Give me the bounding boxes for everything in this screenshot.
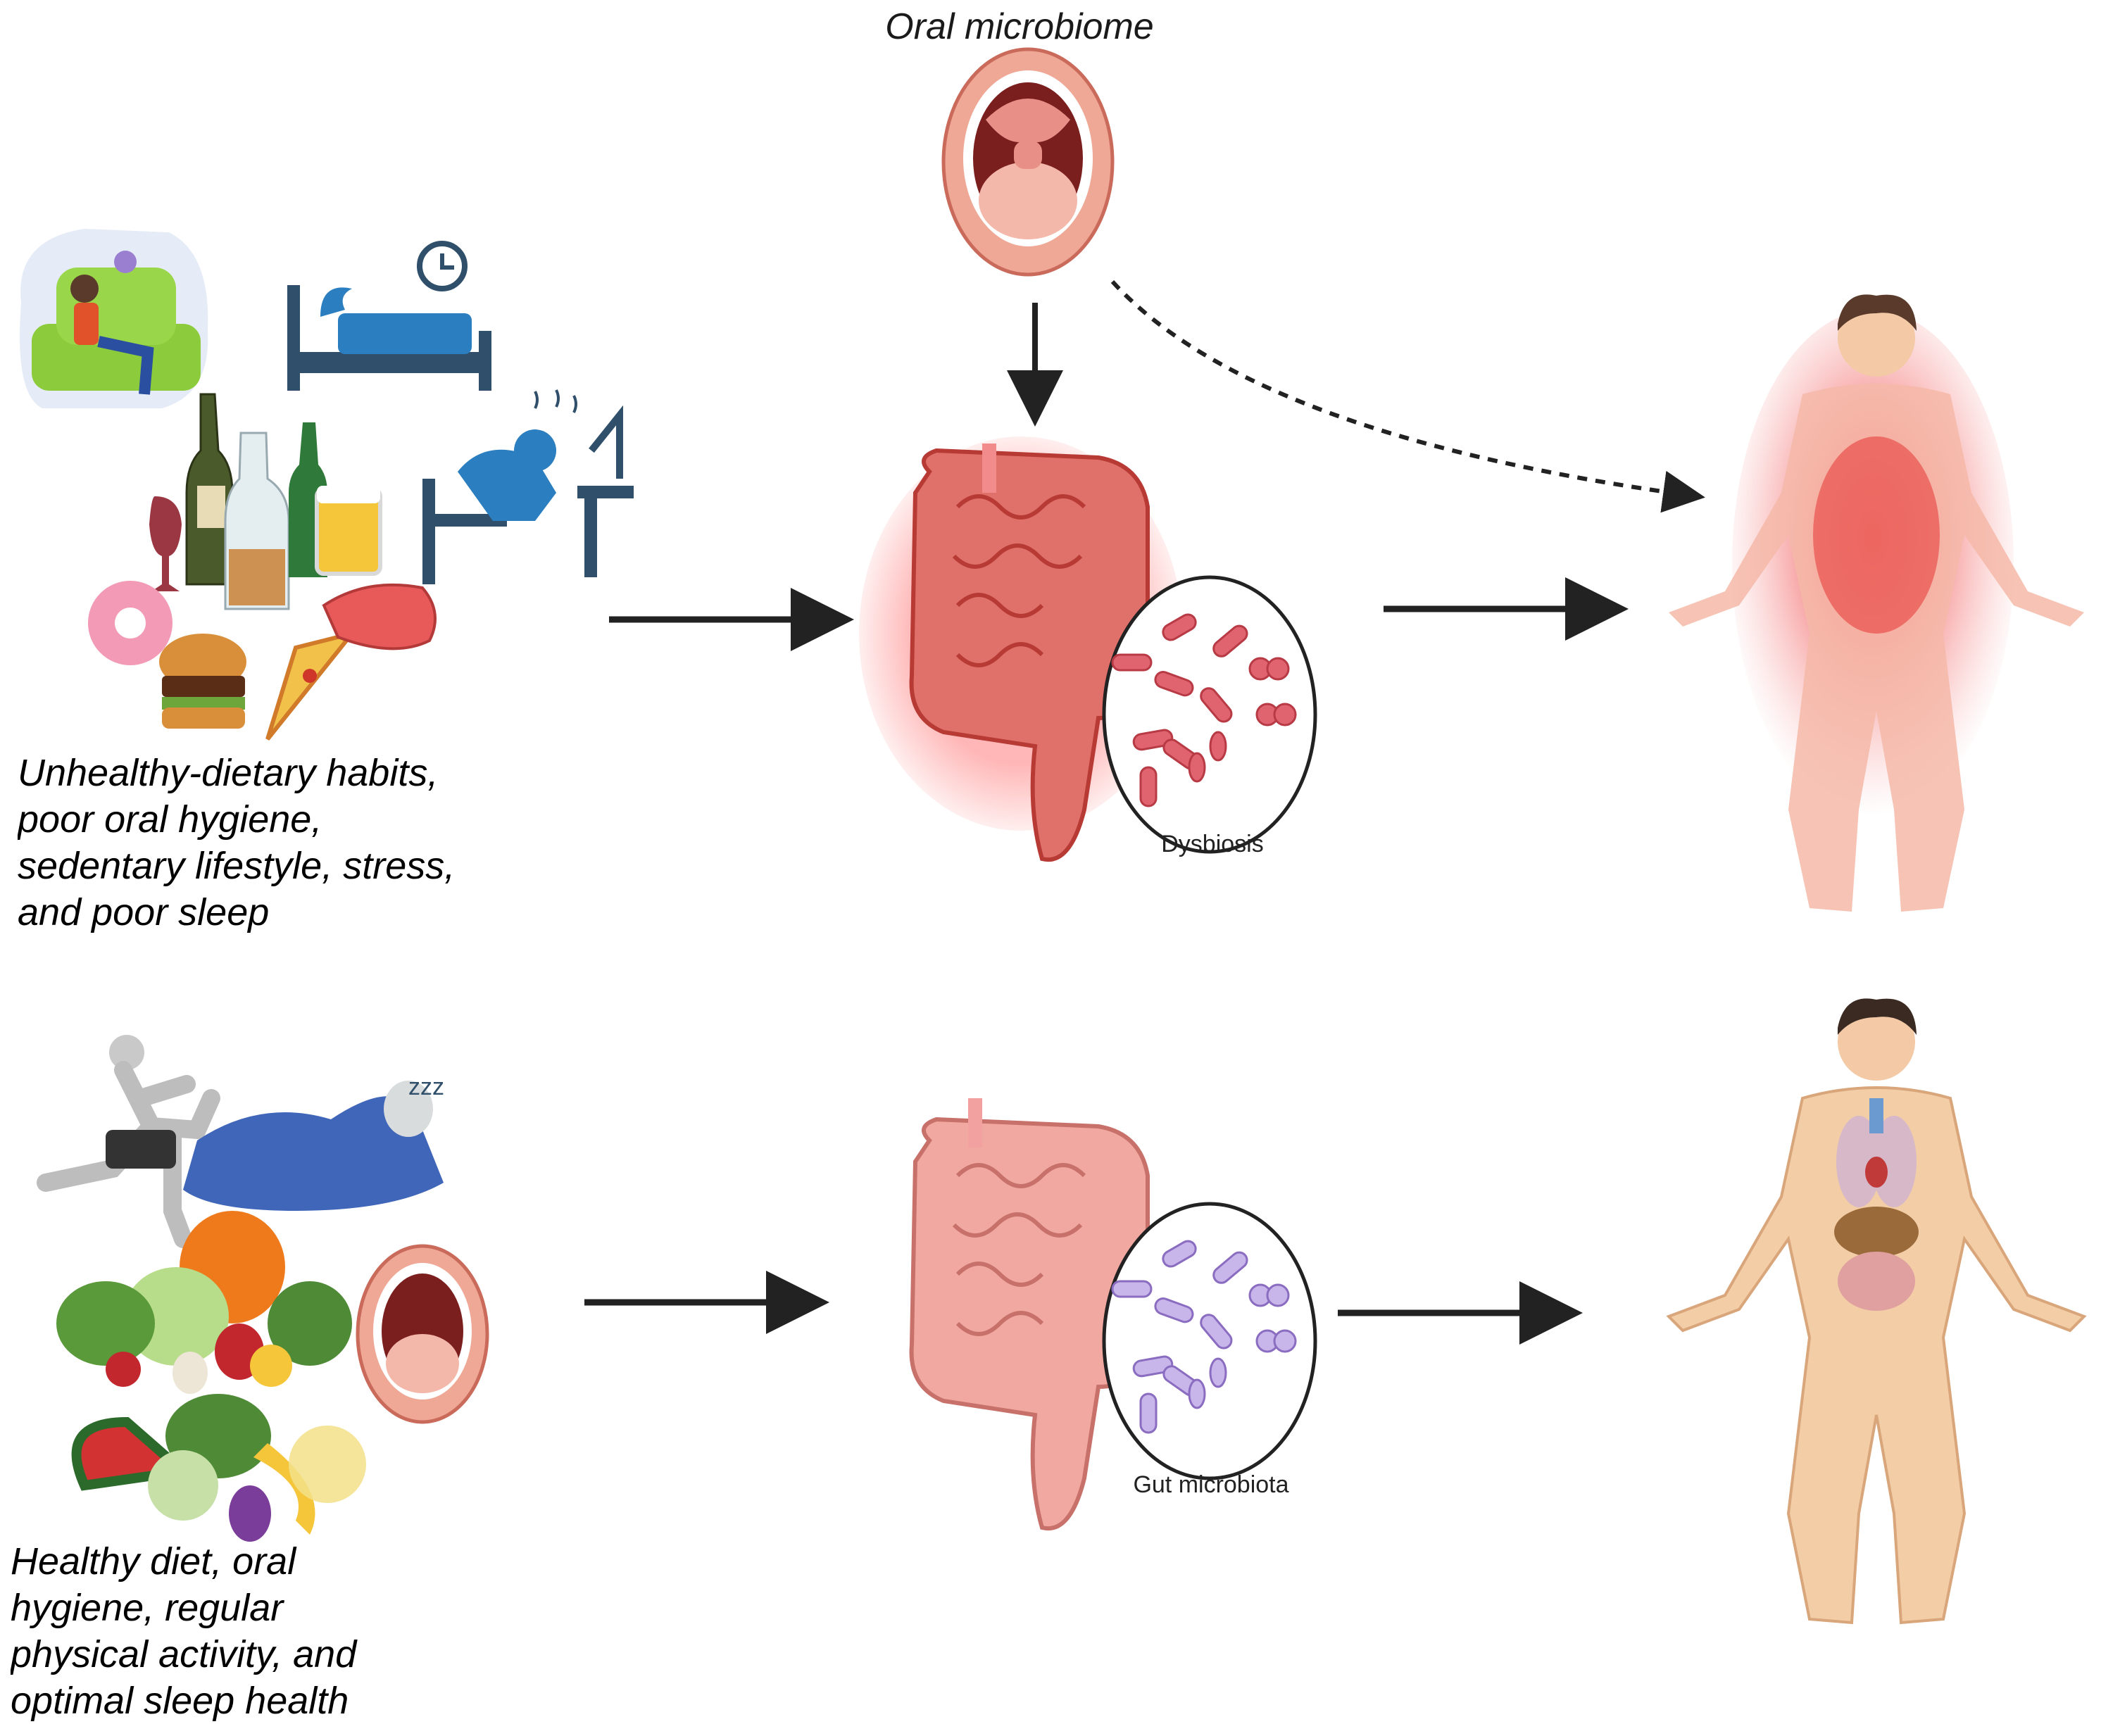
sleeping-person-icon: zzz xyxy=(183,1074,444,1211)
healthy-caption: Healthy diet, oral hygiene, regular phys… xyxy=(11,1538,546,1724)
dysbiosis-label: Dysbiosis xyxy=(1161,831,1263,857)
unhealthy-caption-line: Unhealthy-dietary habits, xyxy=(18,752,439,794)
unhealthy-caption-line: sedentary lifestyle, stress, xyxy=(18,845,456,887)
runner-icon xyxy=(37,1035,220,1248)
healthy-caption-line: optimal sleep health xyxy=(11,1680,349,1722)
inflamed-intestine-icon xyxy=(859,436,1183,862)
junk-food-icon xyxy=(88,581,437,741)
sleeping-bed-clock-icon xyxy=(287,241,491,391)
unhealthy-caption-line: poor oral hygiene, xyxy=(18,798,322,841)
svg-text:zzz: zzz xyxy=(408,1074,444,1100)
healthy-caption-line: Healthy diet, oral xyxy=(11,1540,296,1583)
unhealthy-caption: Unhealthy-dietary habits, poor oral hygi… xyxy=(18,750,567,936)
healthy-caption-line: hygiene, regular xyxy=(11,1587,284,1629)
mouth-to-body-dotted-arrow xyxy=(1110,279,1705,513)
bacteria-circle-icon xyxy=(1102,1202,1317,1480)
vegetables-fruits-icon xyxy=(56,1211,366,1542)
inflamed-body-icon xyxy=(1669,294,2084,912)
open-mouth-icon xyxy=(941,47,1115,277)
oral-microbiome-label: Oral microbiome xyxy=(885,6,1153,47)
healthy-caption-line: physical activity, and xyxy=(11,1633,357,1675)
human-body-icon xyxy=(1666,998,2087,1625)
woman-on-sofa-icon xyxy=(20,229,208,408)
alcohol-bottles-icon xyxy=(149,393,382,610)
unhealthy-caption-line: and poor sleep xyxy=(18,891,270,933)
open-mouth-icon xyxy=(356,1244,489,1424)
large-intestine-icon xyxy=(909,1098,1150,1531)
gut-microbiota-label: Gut microbiota xyxy=(1133,1471,1288,1498)
bacteria-circle-icon xyxy=(1102,575,1317,854)
stressed-worker-icon xyxy=(422,389,634,584)
